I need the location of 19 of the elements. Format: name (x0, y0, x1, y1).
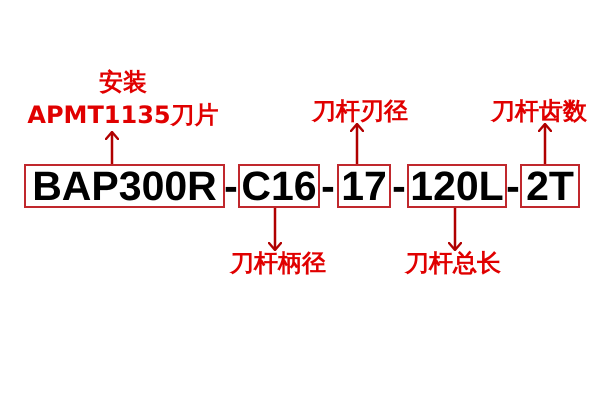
hyphen: - (224, 164, 238, 208)
arrow (538, 122, 552, 164)
arrow (104, 130, 120, 164)
hyphen: - (392, 164, 406, 208)
annotation-text: 刀杆柄径 (230, 250, 326, 276)
annotation-text: 刀杆齿数 (491, 98, 587, 124)
arrow (350, 122, 364, 164)
code-box: 2T (520, 164, 580, 208)
annotation-text: APMT1135刀片 (27, 100, 219, 131)
annotation-text: 刀杆刃径 (312, 98, 408, 124)
code-box: C16 (238, 164, 320, 208)
annotation-text: 安装 (98, 67, 148, 98)
code-box: 17 (337, 164, 391, 208)
annotation-text: 刀杆总长 (405, 250, 501, 276)
code-box: 120L (407, 164, 507, 208)
code-box: BAP300R (24, 164, 225, 208)
hyphen: - (506, 164, 520, 208)
arrow (268, 208, 282, 252)
hyphen: - (321, 164, 335, 208)
